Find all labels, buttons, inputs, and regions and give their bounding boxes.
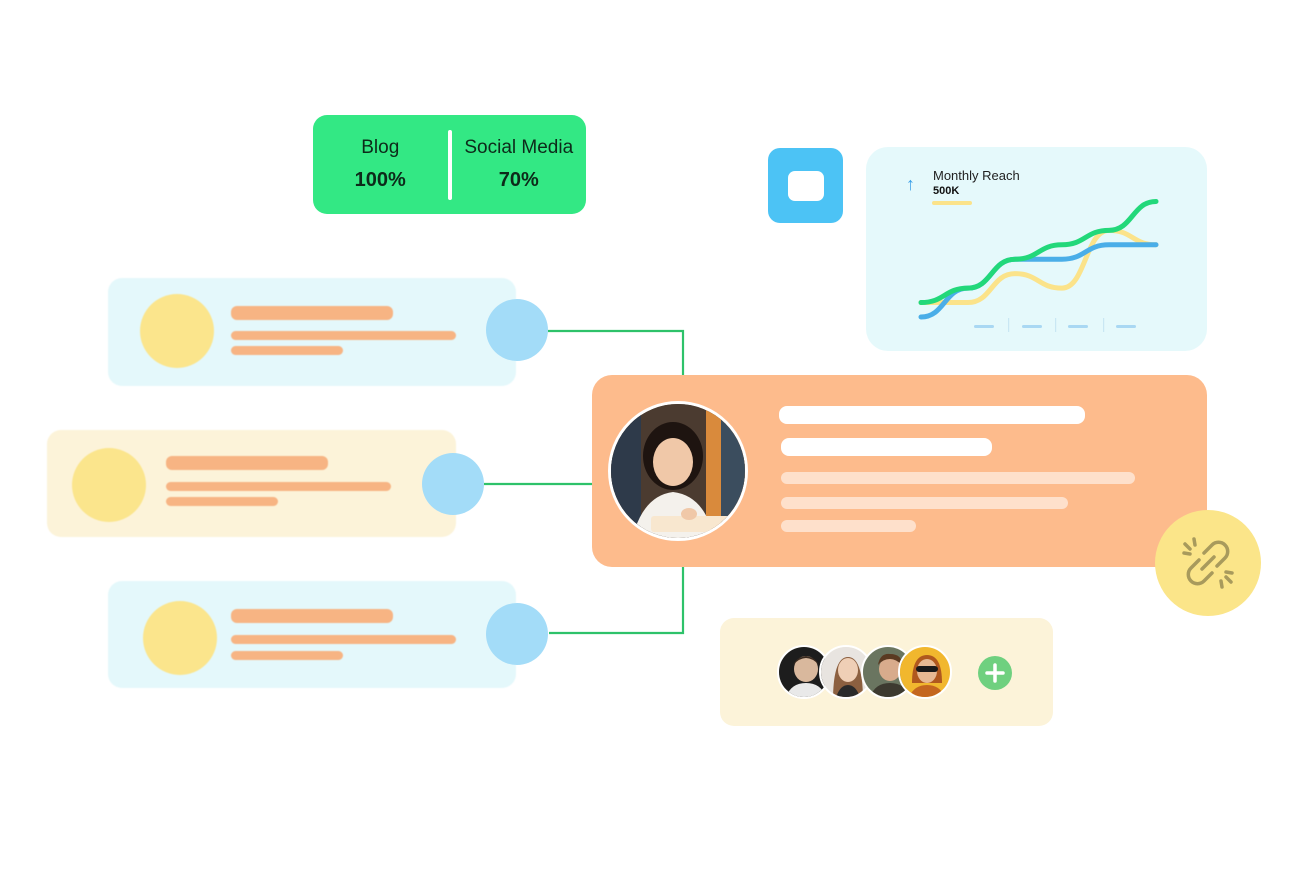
text-placeholder — [166, 456, 328, 470]
plus-icon — [985, 663, 1005, 683]
avatar — [608, 401, 748, 541]
stat-label: Social Media — [464, 137, 574, 158]
person-photo-icon — [611, 404, 745, 538]
text-placeholder — [231, 346, 343, 355]
person-photo-icon — [900, 647, 950, 697]
content-stats-panel: Blog 100% Social Media 70% — [313, 115, 586, 214]
connector-node — [486, 603, 548, 665]
arrow-up-icon: ↑ — [906, 174, 915, 194]
list-item[interactable] — [108, 581, 516, 688]
text-placeholder — [781, 497, 1068, 509]
reach-line-chart — [918, 198, 1159, 332]
text-placeholder — [231, 306, 393, 320]
avatar[interactable] — [777, 645, 831, 699]
avatar[interactable] — [898, 645, 952, 699]
stat-value: 100% — [354, 169, 406, 191]
x-tick-1 — [974, 325, 994, 328]
reach-title: Monthly Reach — [933, 168, 1020, 183]
connector-node — [422, 453, 484, 515]
text-placeholder — [781, 438, 992, 456]
x-tick-2 — [1022, 325, 1042, 328]
add-member-button[interactable] — [978, 656, 1012, 690]
text-placeholder — [779, 406, 1085, 424]
stat-social-media: Social Media 70% — [452, 137, 587, 192]
link-button[interactable] — [1155, 510, 1261, 616]
placeholder-avatar — [72, 448, 146, 522]
team-members-card — [720, 618, 1053, 726]
broken-link-icon — [1182, 537, 1234, 589]
x-tick-divider-3 — [1103, 318, 1105, 332]
reach-value: 500K — [933, 185, 960, 197]
profile-card[interactable] — [592, 375, 1207, 567]
text-placeholder — [231, 331, 456, 340]
x-tick-3 — [1068, 325, 1088, 328]
x-axis-ticks — [974, 318, 1136, 332]
text-placeholder — [166, 497, 278, 506]
text-placeholder — [166, 482, 391, 491]
list-item[interactable] — [47, 430, 456, 537]
text-placeholder — [231, 651, 343, 660]
x-tick-divider-2 — [1055, 318, 1057, 332]
placeholder-avatar — [140, 294, 214, 368]
series-group — [918, 198, 1159, 320]
x-tick-4 — [1116, 325, 1136, 328]
legend-swatch — [932, 201, 972, 205]
text-placeholder — [231, 609, 393, 623]
person-photo-icon — [779, 647, 829, 697]
stat-value: 70% — [498, 169, 539, 191]
text-placeholder — [231, 635, 456, 644]
series-line-1 — [918, 198, 1159, 306]
monthly-reach-card: ↑ Monthly Reach 500K — [866, 147, 1207, 351]
connector-node — [486, 299, 548, 361]
x-tick-divider-1 — [1008, 318, 1010, 332]
placeholder-avatar — [143, 601, 217, 675]
list-item[interactable] — [108, 278, 516, 386]
app-tile[interactable] — [768, 148, 843, 223]
text-placeholder — [781, 520, 916, 532]
stat-label: Blog — [361, 137, 400, 158]
stat-blog: Blog 100% — [313, 137, 448, 192]
stat-divider — [447, 129, 452, 200]
window-icon — [787, 170, 824, 201]
text-placeholder — [781, 472, 1135, 484]
